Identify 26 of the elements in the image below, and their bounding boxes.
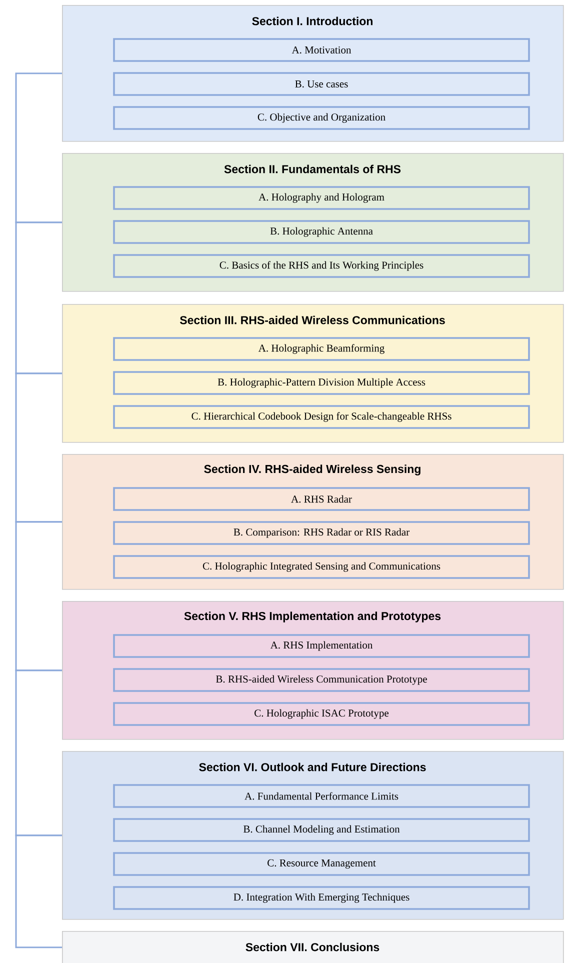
subsection-box: C. Holographic Integrated Sensing and Communications: [113, 555, 530, 579]
subsection-box: A. Fundamental Performance Limits: [113, 784, 530, 808]
subsection-box: C. Resource Management: [113, 852, 530, 876]
subsection-box: C. Basics of the RHS and Its Working Principles: [113, 254, 530, 278]
connector-line: [15, 670, 62, 836]
connector-line: [15, 222, 62, 374]
connector-line: [15, 72, 62, 224]
subsection-box: A. RHS Radar: [113, 487, 530, 511]
connector-line: [15, 521, 62, 672]
subsection-box: B. Holographic-Pattern Division Multiple Access: [113, 371, 530, 395]
subsection-box: A. Holographic Beamforming: [113, 337, 530, 361]
subsection-box: C. Hierarchical Codebook Design for Scale-changeable RHSs: [113, 405, 530, 429]
subsection-box: B. Comparison: RHS Radar or RIS Radar: [113, 521, 530, 545]
subsection-box: B. RHS-aided Wireless Communication Prototype: [113, 668, 530, 692]
subsection-box: C. Objective and Organization: [113, 106, 530, 130]
section-box: Section VII. Conclusions: [62, 931, 564, 963]
subsection-box: B. Channel Modeling and Estimation: [113, 818, 530, 842]
subsection-box: A. Motivation: [113, 38, 530, 62]
subsection-box: B. Use cases: [113, 72, 530, 96]
subsection-box: D. Integration With Emerging Techniques: [113, 886, 530, 910]
subsection-box: B. Holographic Antenna: [113, 220, 530, 244]
connector-line: [15, 834, 62, 948]
subsection-box: C. Holographic ISAC Prototype: [113, 702, 530, 726]
connector-line: [15, 372, 62, 523]
subsection-box: A. Holography and Hologram: [113, 186, 530, 210]
subsection-box: A. RHS Implementation: [113, 634, 530, 658]
